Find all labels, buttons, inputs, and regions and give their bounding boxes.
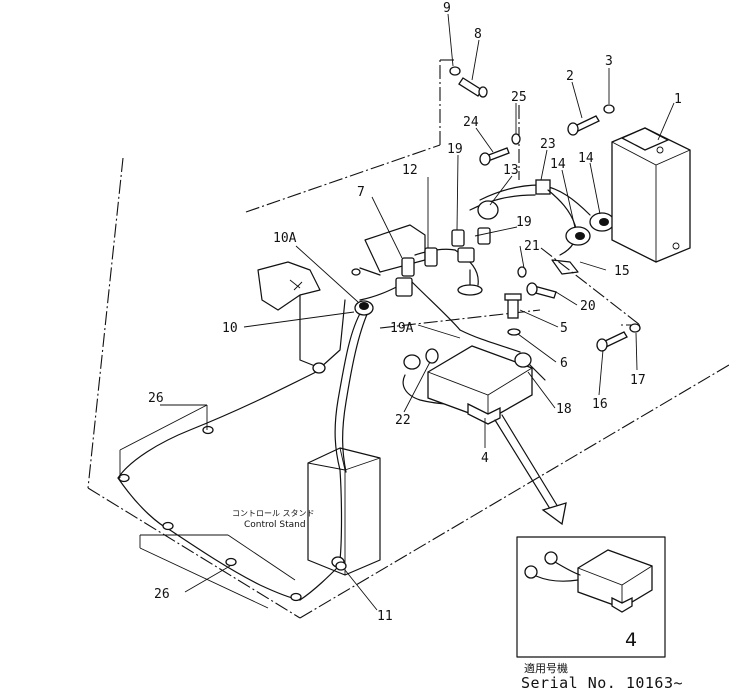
callout-7: 7 [357,185,365,200]
serial-label-jp: 適用号機 [524,661,568,675]
control-stand [307,447,381,576]
inset-box [516,536,666,658]
callout-2: 2 [566,69,574,84]
controller-box-1 [611,127,691,263]
callout-4: 4 [481,451,489,466]
serial-number: Serial No. 10163~ [521,674,683,690]
sensor-14 [565,212,615,246]
callout-21: 21 [524,239,540,254]
connector-10 [354,300,374,316]
callout-10A: 10A [273,231,297,246]
callout-11: 11 [377,609,393,624]
callout-16: 16 [592,397,608,412]
callout-13: 13 [503,163,519,178]
callout-20: 20 [580,299,596,314]
callout-14-left: 14 [550,157,566,172]
callout-25: 25 [511,90,527,105]
callout-26-top: 26 [148,391,164,406]
callout-8: 8 [474,27,482,42]
control-stand-label-jp: コントロール スタンド [232,509,315,518]
controller-box-4 [403,345,533,425]
callout-1: 1 [674,92,682,107]
inset-part-number: 4 [625,629,637,651]
relay-cluster [351,200,499,297]
control-stand-caption: コントロール スタンド Control Stand [232,509,315,530]
callout-5: 5 [560,321,568,336]
part-26-brackets [119,404,296,609]
fasteners [335,66,641,571]
callout-19-right: 19 [516,215,532,230]
callout-3: 3 [605,54,613,69]
callout-19A: 19A [390,321,414,336]
callout-18: 18 [556,402,572,417]
harness-clips [118,362,345,602]
callout-26-bottom: 26 [154,587,170,602]
callout-14-right: 14 [578,151,594,166]
inset-arrow [494,414,567,526]
callout-6: 6 [560,356,568,371]
callout-labels: 9 8 3 2 1 25 24 23 19 14 14 12 13 7 19 1… [148,1,682,624]
leader-lines [160,13,675,611]
control-stand-label-en: Control Stand [244,520,306,530]
callout-24: 24 [463,115,479,130]
callout-9: 9 [443,1,451,16]
callout-22: 22 [395,413,411,428]
serial-caption: 適用号機 Serial No. 10163~ [521,661,683,690]
callout-23: 23 [540,137,556,152]
callout-12: 12 [402,163,418,178]
bracket-23 [535,179,579,275]
callout-17: 17 [630,373,646,388]
callout-10: 10 [222,321,238,336]
callout-19-top: 19 [447,142,463,157]
callout-15: 15 [614,264,630,279]
